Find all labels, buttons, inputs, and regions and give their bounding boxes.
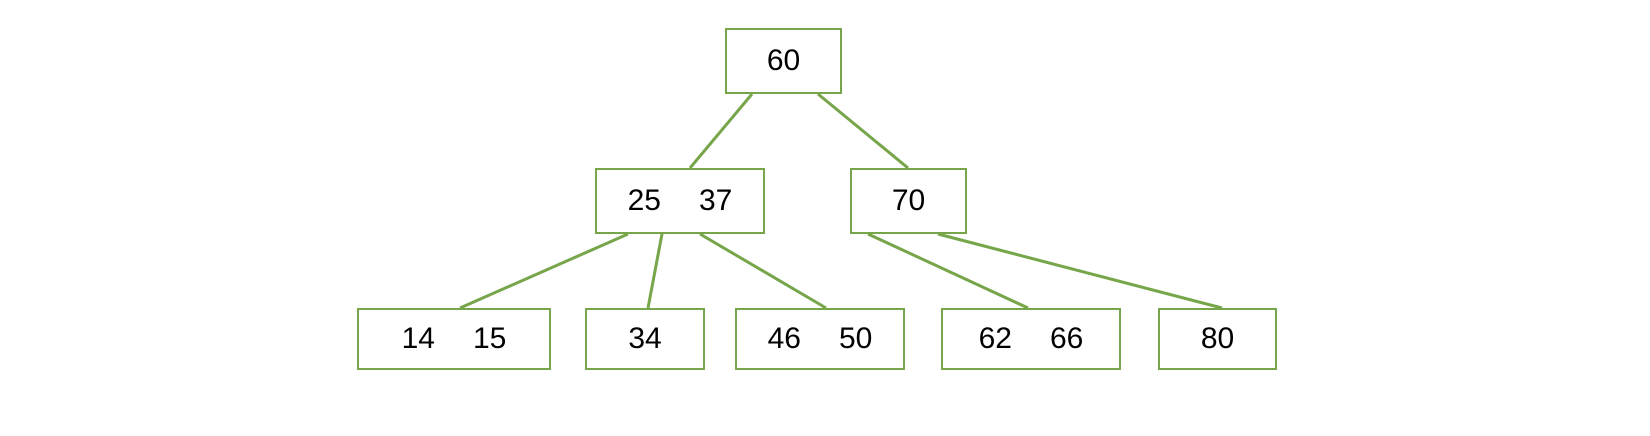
node-key: 46 (767, 322, 801, 355)
tree-node-internal-left[interactable]: 25 37 (595, 168, 765, 234)
tree-node-leaf-3[interactable]: 46 50 (735, 308, 905, 370)
tree-edge (699, 232, 827, 310)
tree-edge (688, 93, 754, 169)
node-key: 14 (401, 322, 435, 355)
tree-edge (646, 233, 664, 309)
node-key: 62 (978, 322, 1012, 355)
tree-node-leaf-4[interactable]: 62 66 (941, 308, 1121, 370)
node-keys: 62 66 (973, 324, 1090, 354)
node-key: 15 (473, 322, 507, 355)
node-keys: 14 15 (396, 324, 513, 354)
tree-edge (937, 232, 1223, 310)
tree-edge (459, 232, 629, 310)
node-key: 34 (628, 322, 662, 355)
node-keys: 80 (1195, 324, 1240, 354)
node-keys: 46 50 (762, 324, 879, 354)
tree-edge (867, 232, 1029, 310)
node-key: 25 (627, 184, 661, 217)
node-keys: 70 (886, 186, 931, 216)
node-key: 70 (891, 184, 926, 217)
node-key: 80 (1200, 322, 1235, 355)
node-key: 60 (766, 44, 801, 77)
tree-node-root[interactable]: 60 (725, 28, 842, 94)
node-key: 66 (1050, 322, 1084, 355)
tree-node-leaf-2[interactable]: 34 (585, 308, 705, 370)
node-keys: 60 (761, 46, 806, 76)
node-key: 50 (839, 322, 873, 355)
node-keys: 25 37 (622, 186, 739, 216)
tree-node-internal-right[interactable]: 70 (850, 168, 967, 234)
tree-node-leaf-1[interactable]: 14 15 (357, 308, 551, 370)
tree-edge (817, 92, 909, 170)
node-key: 37 (699, 184, 733, 217)
tree-node-leaf-5[interactable]: 80 (1158, 308, 1277, 370)
node-keys: 34 (622, 324, 667, 354)
